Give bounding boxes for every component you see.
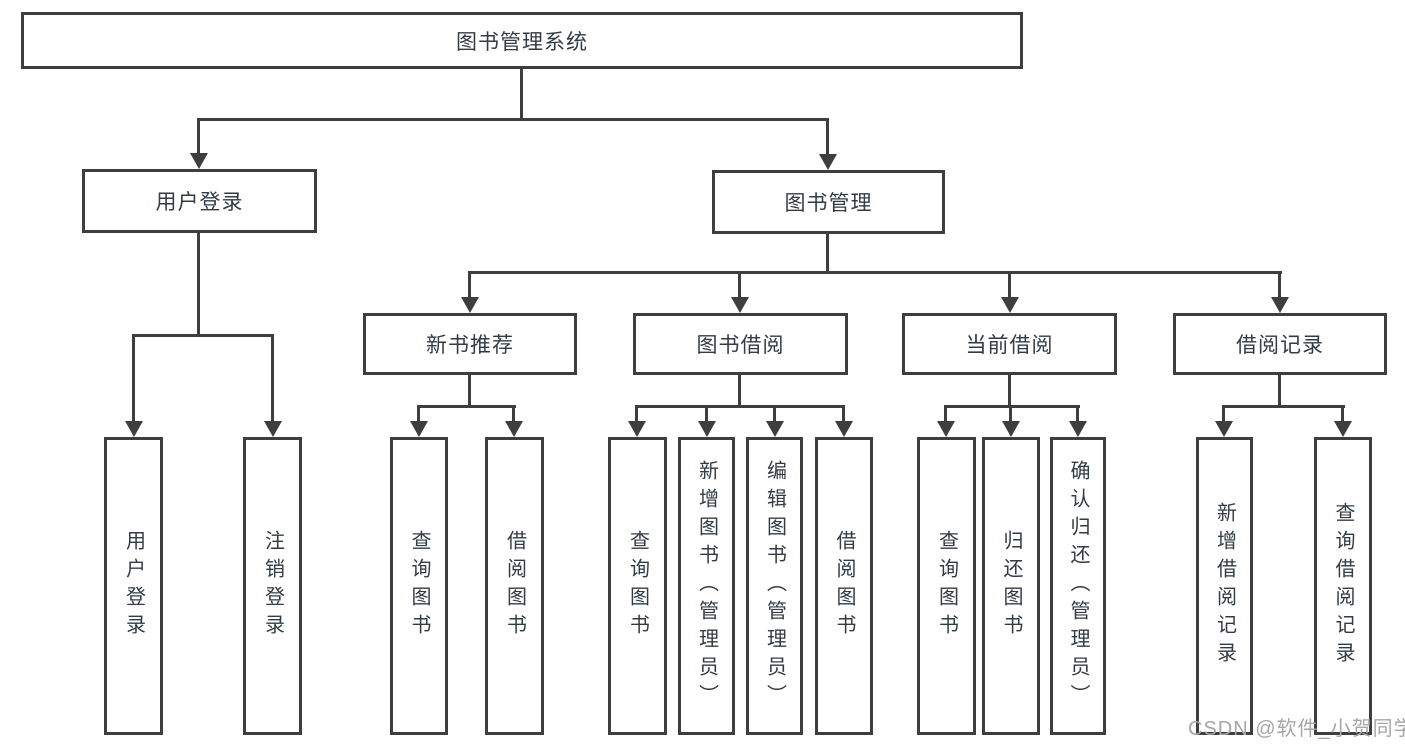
leaf-bb-borrow-books: 借阅图书 [815,437,873,735]
arrow-to-user-login [190,153,208,169]
node-borrow-records: 借阅记录 [1173,313,1387,375]
connector-nb-leaf2 [512,405,515,421]
connector-br-leaf1 [1222,405,1225,421]
arrow-bb-leaf3 [766,421,784,437]
leaf-nb-borrow-books: 借阅图书 [485,437,544,735]
arrow-to-borrow-records [1271,297,1289,313]
connector-l3-rail [468,271,1282,274]
node-book-borrow: 图书借阅 [633,313,848,375]
arrow-to-new-book [461,297,479,313]
connector-bb-leaf1 [635,405,638,421]
leaf-bb-add-books-admin: 新增图书（管理员） [678,437,735,735]
connector-to-borrow-records [1278,271,1281,299]
node-root-label: 图书管理系统 [456,30,588,54]
leaf-bb-edit-books-admin: 编辑图书（管理员） [746,437,803,735]
leaf-cb-confirm-return-admin-label: 确认归还（管理员） [1067,460,1089,712]
connector-bb-leaf4 [842,405,845,421]
connector-bb-leaf3 [773,405,776,421]
leaf-user-login-label: 用户登录 [122,530,145,642]
leaf-cb-query-books-label: 查询图书 [935,530,958,642]
arrow-br-leaf2 [1334,421,1352,437]
connector-current-borrow-rail [944,405,1080,408]
leaf-nb-query-books-label: 查询图书 [408,530,430,642]
connector-book-management-drop [826,234,829,273]
leaf-logout-label: 注销登录 [261,530,284,642]
connector-to-leaf-logout [271,334,274,421]
arrow-to-book-management [819,154,837,170]
arrow-nb-leaf2 [505,421,523,437]
connector-user-login-drop [197,233,200,335]
node-book-management: 图书管理 [712,170,945,234]
leaf-cb-return-books: 归还图书 [982,437,1040,735]
connector-cb-leaf1 [944,405,947,421]
leaf-br-query-record: 查询借阅记录 [1314,437,1372,735]
arrow-bb-leaf2 [698,421,716,437]
node-book-management-label: 图书管理 [784,192,873,215]
connector-to-book-borrow [738,271,741,299]
node-book-borrow-label: 图书借阅 [696,334,785,357]
arrow-bb-leaf4 [835,421,853,437]
connector-bb-leaf2 [705,405,708,421]
leaf-cb-confirm-return-admin: 确认归还（管理员） [1050,437,1106,735]
connector-l1-rail [197,118,829,121]
node-root: 图书管理系统 [21,12,1023,69]
connector-borrow-records-drop [1278,375,1281,406]
leaf-nb-query-books: 查询图书 [390,437,448,735]
leaf-br-add-record: 新增借阅记录 [1196,437,1253,735]
connector-new-book-drop [468,375,471,406]
leaf-bb-query-books: 查询图书 [608,437,667,735]
connector-borrow-records-rail [1222,405,1345,408]
leaf-nb-borrow-books-label: 借阅图书 [503,530,526,642]
arrow-cb-leaf3 [1069,421,1087,437]
leaf-br-query-record-label: 查询借阅记录 [1332,502,1354,670]
arrow-nb-leaf1 [410,421,428,437]
node-current-borrow: 当前借阅 [902,313,1117,375]
connector-to-book-management [826,118,829,155]
node-current-borrow-label: 当前借阅 [965,334,1054,357]
node-new-book-recommend-label: 新书推荐 [426,334,514,357]
arrow-to-leaf-login [125,421,143,437]
connector-book-borrow-rail [635,405,845,408]
arrow-bb-leaf1 [628,421,646,437]
leaf-user-login: 用户登录 [104,437,163,735]
arrow-cb-leaf1 [937,421,955,437]
connector-to-current-borrow [1008,271,1011,299]
connector-cb-leaf3 [1076,405,1079,421]
leaf-br-add-record-label: 新增借阅记录 [1213,502,1236,670]
leaf-bb-borrow-books-label: 借阅图书 [833,530,855,642]
leaf-bb-query-books-label: 查询图书 [626,530,649,642]
connector-nb-leaf1 [417,405,420,421]
connector-cb-leaf2 [1009,405,1012,421]
node-new-book-recommend: 新书推荐 [363,313,577,375]
arrow-br-leaf1 [1215,421,1233,437]
connector-book-borrow-drop [738,375,741,406]
connector-to-user-login [197,118,200,155]
connector-root-drop [520,69,523,119]
leaf-logout: 注销登录 [243,437,302,735]
arrow-to-leaf-logout [264,421,282,437]
connector-new-book-rail [417,405,516,408]
connector-user-login-rail [132,334,274,337]
leaf-cb-query-books: 查询图书 [917,437,976,735]
node-user-login-label: 用户登录 [155,191,244,214]
csdn-watermark: CSDN @软件_小贺同学 [1188,718,1405,740]
leaf-cb-return-books-label: 归还图书 [1000,530,1022,642]
leaf-bb-edit-books-admin-label: 编辑图书（管理员） [763,460,786,712]
arrow-cb-leaf2 [1002,421,1020,437]
node-user-login: 用户登录 [82,169,317,233]
connector-current-borrow-drop [1008,375,1011,406]
arrow-to-book-borrow [731,297,749,313]
arrow-to-current-borrow [1001,297,1019,313]
connector-to-leaf-login [132,334,135,421]
connector-to-new-book [468,271,471,299]
leaf-bb-add-books-admin-label: 新增图书（管理员） [695,460,718,712]
node-borrow-records-label: 借阅记录 [1236,334,1324,357]
connector-br-leaf2 [1341,405,1344,421]
